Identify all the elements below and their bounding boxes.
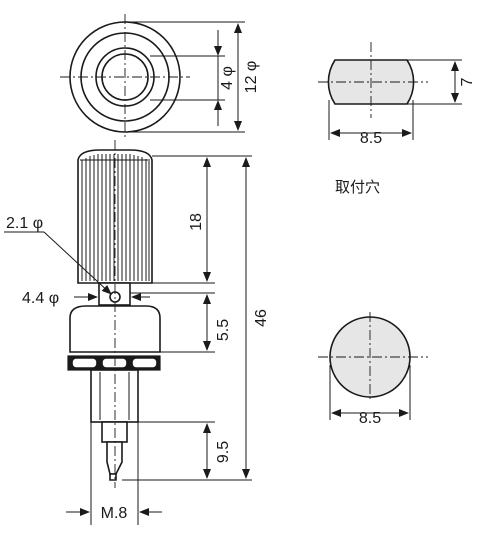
label-collar-dia: 4.4 φ	[22, 290, 59, 307]
label-collar-length: 5.5	[215, 319, 232, 341]
solder-tab-tip	[109, 473, 117, 481]
mounting-hole-2: 8.5	[318, 312, 428, 427]
knurl-lines	[81, 154, 150, 281]
label-outer-dia: 12 φ	[243, 61, 260, 94]
lower-stem	[101, 421, 128, 443]
solder-tab	[106, 441, 123, 475]
label-thread: M.8	[101, 505, 128, 522]
threaded-body	[90, 369, 139, 423]
label-total-length: 46	[253, 309, 270, 327]
label-mounting-hole: 取付穴	[335, 178, 380, 196]
label-hole2-width: 8.5	[359, 410, 381, 427]
pin-dia-leader	[43, 231, 112, 295]
label-thread-length: 9.5	[215, 441, 232, 463]
label-hole1-height: 7	[459, 77, 476, 86]
label-pin-dia: 2.1 φ	[6, 215, 43, 232]
label-cap-length: 18	[188, 213, 205, 231]
side-view: 18 5.5 46 9.5 2.1 φ 4.4 φ M.8	[4, 140, 270, 525]
label-hole1-width: 8.5	[360, 130, 382, 147]
nut-flat-right	[131, 357, 158, 369]
top-view: 12 φ 4 φ	[60, 14, 260, 140]
label-inner-dia: 4 φ	[219, 66, 236, 90]
nut-flat-left	[71, 357, 98, 369]
nut-flat-center	[101, 357, 128, 369]
mounting-hole-1: 7 8.5 取付穴	[318, 42, 476, 196]
